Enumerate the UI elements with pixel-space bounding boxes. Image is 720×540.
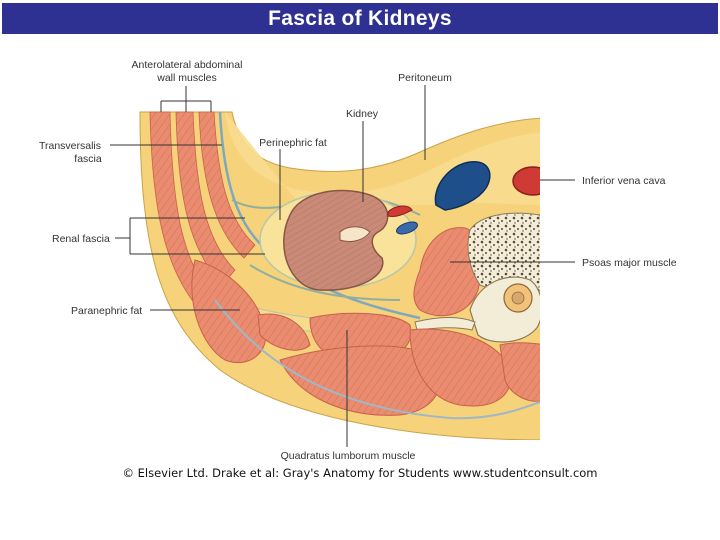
thoracolumbar-fascia: [214, 299, 540, 420]
label-anterolateral-line1: Anterolateral abdominal: [132, 59, 243, 71]
wall-muscle-inner: [198, 111, 256, 259]
label-inferior-vena-cava: Inferior vena cava: [582, 175, 666, 187]
renal-pelvis: [339, 226, 371, 243]
cross-section: [139, 111, 540, 440]
wall-muscle-middle: [175, 111, 236, 286]
label-anterolateral-line2: wall muscles: [156, 72, 217, 84]
label-peritoneum: Peritoneum: [398, 72, 452, 84]
renal-vein: [396, 221, 418, 235]
leader-lines: [110, 85, 575, 447]
deep-back-muscle: [409, 328, 512, 407]
label-paranephric-fat: Paranephric fat: [71, 305, 142, 317]
renal-artery: [387, 205, 413, 217]
label-renal-fascia: Renal fascia: [52, 233, 110, 245]
kidney: [283, 189, 389, 291]
renal-fascia-posterior: [249, 264, 401, 301]
aorta: [512, 166, 540, 196]
inferior-vena-cava: [434, 161, 491, 211]
label-transversalis-line1: Transversalis: [39, 140, 101, 152]
multifidus-muscle: [499, 342, 540, 402]
posterior-muscle-mid: [257, 313, 311, 351]
copyright-credit: © Elsevier Ltd. Drake et al: Gray's Anat…: [122, 466, 598, 480]
psoas-major-muscle: [413, 227, 482, 317]
label-quadratus-lumborum: Quadratus lumborum muscle: [281, 450, 416, 462]
page-title: Fascia of Kidneys: [268, 6, 452, 30]
label-kidney: Kidney: [346, 108, 379, 120]
title-bar: Fascia of Kidneys: [2, 3, 718, 34]
label-psoas-major: Psoas major muscle: [582, 257, 677, 269]
spinal-cord: [511, 291, 525, 305]
label-transversalis-line2: fascia: [74, 153, 102, 165]
label-perinephric-fat: Perinephric fat: [259, 137, 327, 149]
